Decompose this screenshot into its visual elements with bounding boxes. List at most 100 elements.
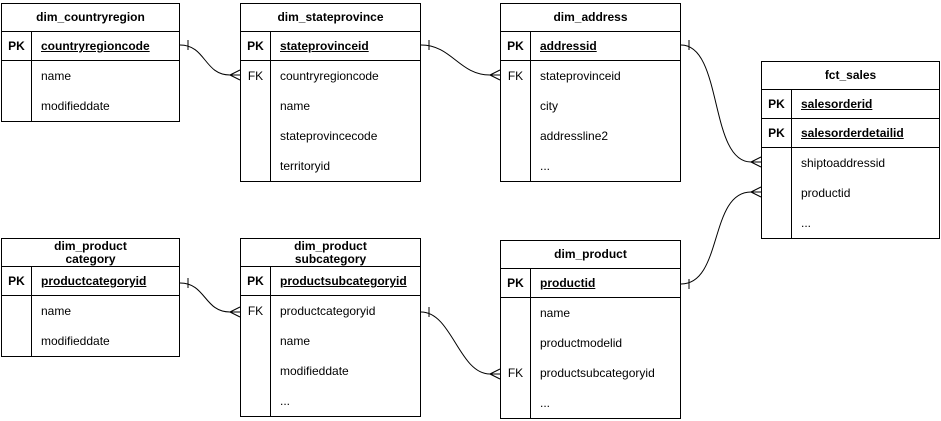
edge-subcategory-product[interactable] [420, 307, 501, 380]
key-cell: FK [241, 61, 271, 91]
crowfoot-many [489, 69, 501, 81]
field-name: city [540, 99, 558, 113]
field-row: ... [762, 208, 939, 238]
key-cell [501, 91, 531, 121]
field-name: productid [801, 186, 851, 200]
field-row: addressline2 [501, 121, 680, 151]
key-cell: PK [501, 269, 531, 297]
field-name: countryregioncode [41, 39, 150, 53]
key-cell: PK [501, 32, 531, 60]
field-row: name [501, 298, 680, 328]
table-title: dim_countryregion [2, 4, 179, 32]
field-row: city [501, 91, 680, 121]
edge-product-fctsales[interactable] [680, 186, 762, 289]
edge-address-fctsales[interactable] [680, 40, 762, 168]
field-name: territoryid [280, 159, 331, 173]
key-cell [501, 328, 531, 358]
field-row: FK countryregioncode [241, 61, 420, 91]
field-row: territoryid [241, 151, 420, 181]
key-cell [501, 388, 531, 418]
crowfoot-many [750, 186, 762, 198]
field-name: productsubcategoryid [280, 274, 407, 288]
key-cell [501, 151, 531, 181]
edge-countryregion-stateprovince[interactable] [179, 40, 241, 81]
field-name: ... [540, 159, 551, 173]
field-name: productid [540, 276, 596, 290]
key-cell [241, 386, 271, 416]
field-row: modifieddate [2, 326, 179, 356]
field-name: name [41, 304, 72, 318]
field-name: modifieddate [41, 334, 110, 348]
field-name: salesorderid [801, 97, 873, 111]
field-row: ... [501, 388, 680, 418]
key-cell: PK [762, 119, 792, 147]
field-row: modifieddate [2, 91, 179, 121]
field-name: stateprovincecode [280, 129, 378, 143]
field-name: shiptoaddressid [801, 156, 886, 170]
crowfoot-many [750, 156, 762, 168]
field-row: name [2, 296, 179, 326]
key-cell [241, 326, 271, 356]
field-row: name [241, 326, 420, 356]
field-name: stateprovinceid [280, 39, 369, 53]
key-cell: PK [241, 32, 271, 60]
field-name: name [280, 99, 311, 113]
key-cell [2, 296, 32, 326]
field-row: FK stateprovinceid [501, 61, 680, 91]
key-cell: FK [501, 61, 531, 91]
field-row: productmodelid [501, 328, 680, 358]
key-cell [762, 178, 792, 208]
field-row: name [241, 91, 420, 121]
field-row: productid [762, 178, 939, 208]
field-name: name [540, 306, 571, 320]
field-name: name [41, 69, 72, 83]
field-name: modifieddate [41, 99, 110, 113]
field-name: productcategoryid [41, 274, 147, 288]
crowfoot-many [489, 368, 501, 380]
key-cell: PK [241, 267, 271, 295]
key-cell: PK [762, 90, 792, 118]
field-name: addressline2 [540, 129, 609, 143]
field-name: ... [801, 216, 812, 230]
table-title: fct_sales [762, 62, 939, 90]
crowfoot-many [229, 306, 241, 318]
key-cell: PK [2, 267, 32, 295]
field-name: countryregioncode [280, 69, 379, 83]
key-cell [501, 298, 531, 328]
key-cell [501, 121, 531, 151]
table-title: dim_product [501, 241, 680, 269]
key-cell [2, 326, 32, 356]
crowfoot-many [229, 69, 241, 81]
key-cell: FK [241, 296, 271, 326]
pk-row: PK productid [501, 269, 680, 298]
field-row: shiptoaddressid [762, 148, 939, 178]
table-title: dim_stateprovince [241, 4, 420, 32]
key-cell [241, 121, 271, 151]
pk-row: PK salesorderid [762, 90, 939, 119]
edge-category-subcategory[interactable] [179, 278, 241, 318]
key-cell: PK [2, 32, 32, 60]
field-name: ... [540, 396, 551, 410]
field-name: addressid [540, 39, 597, 53]
edge-stateprovince-address[interactable] [420, 40, 501, 81]
key-cell [241, 356, 271, 386]
key-cell [762, 208, 792, 238]
field-name: productsubcategoryid [540, 366, 655, 380]
field-name: stateprovinceid [540, 69, 621, 83]
field-name: name [280, 334, 311, 348]
table-title: dim_product subcategory [241, 239, 420, 267]
field-row: modifieddate [241, 356, 420, 386]
field-name: ... [280, 394, 291, 408]
table-title: dim_address [501, 4, 680, 32]
